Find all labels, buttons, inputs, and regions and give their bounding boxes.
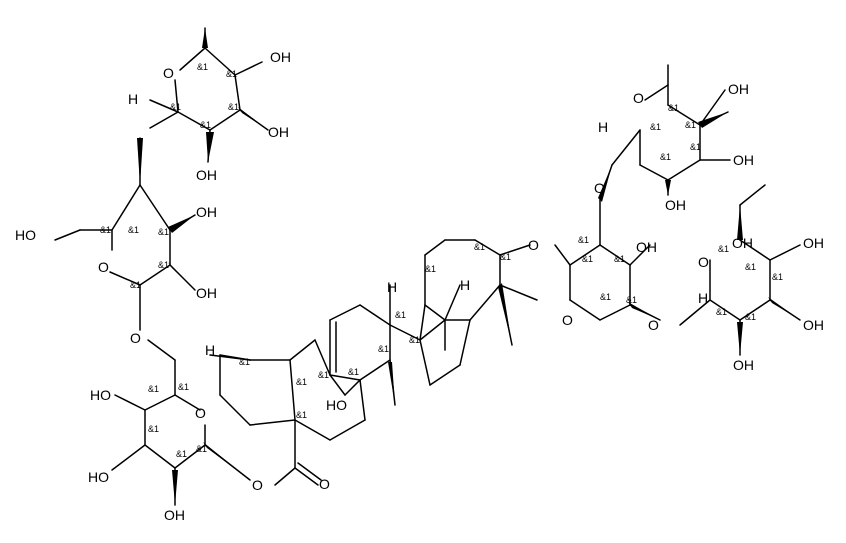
atom-label-ho: HO xyxy=(326,397,347,413)
stereo-mark: &1 xyxy=(348,367,359,377)
stereo-mark: &1 xyxy=(582,254,593,264)
atom-label-h: H xyxy=(387,279,397,295)
stereo-mark: &1 xyxy=(296,377,307,387)
atom-label-o: O xyxy=(195,405,206,421)
stereo-mark: &1 xyxy=(158,260,169,270)
stereo-wedges xyxy=(137,28,800,505)
stereo-mark: &1 xyxy=(614,254,625,264)
atom-label-h: H xyxy=(460,277,470,293)
stereo-mark: &1 xyxy=(158,227,169,237)
atom-label-h: H xyxy=(205,342,215,358)
stereo-mark: &1 xyxy=(200,120,211,130)
stereo-mark: &1 xyxy=(685,120,696,130)
stereo-mark: &1 xyxy=(500,252,511,262)
stereo-mark: &1 xyxy=(474,242,485,252)
stereo-mark: &1 xyxy=(176,449,187,459)
atom-label-oh: OH xyxy=(636,239,657,255)
stereo-mark: &1 xyxy=(226,69,237,79)
stereo-mark: &1 xyxy=(178,382,189,392)
stereo-mark: &1 xyxy=(409,335,420,345)
atom-label-oh: OH xyxy=(728,81,749,97)
stereo-mark: &1 xyxy=(578,235,589,245)
stereo-mark: &1 xyxy=(626,295,637,305)
stereo-mark: &1 xyxy=(745,262,756,272)
atom-label-oh: OH xyxy=(164,507,185,523)
atom-label-o: O xyxy=(528,237,539,253)
atom-label-oh: OH xyxy=(803,317,824,333)
atom-label-oh: OH xyxy=(196,167,217,183)
stereo-mark: &1 xyxy=(650,122,661,132)
atom-label-ho: HO xyxy=(90,387,111,403)
atom-label-oh: OH xyxy=(732,235,753,251)
atom-label-o: O xyxy=(130,330,141,346)
atom-label-h: H xyxy=(598,119,608,135)
stereo-mark: &1 xyxy=(148,384,159,394)
stereo-mark: &1 xyxy=(718,244,729,254)
stereo-mark: &1 xyxy=(170,102,181,112)
stereo-mark: &1 xyxy=(745,312,756,322)
atom-label-oh: OH xyxy=(733,357,754,373)
stereo-mark: &1 xyxy=(318,370,329,380)
atom-label-o: O xyxy=(698,254,709,270)
atom-label-o: O xyxy=(319,476,330,492)
atom-label-o: O xyxy=(633,90,644,106)
stereo-mark: &1 xyxy=(600,292,611,302)
stereo-mark: &1 xyxy=(228,102,239,112)
atom-label-h: H xyxy=(128,91,138,107)
stereo-mark: &1 xyxy=(772,272,783,282)
atom-label-oh: OH xyxy=(803,235,824,251)
atom-label-o: O xyxy=(648,317,659,333)
stereo-mark: &1 xyxy=(100,225,111,235)
atom-label-o: O xyxy=(562,312,573,328)
stereo-mark: &1 xyxy=(130,280,141,290)
stereo-mark: &1 xyxy=(239,357,250,367)
atom-label-ho: HO xyxy=(15,227,36,243)
atom-label-oh: OH xyxy=(665,197,686,213)
stereo-mark: &1 xyxy=(690,142,701,152)
stereo-mark: &1 xyxy=(196,444,207,454)
stereo-mark: &1 xyxy=(128,225,139,235)
atom-label-oh: OH xyxy=(196,285,217,301)
stereo-mark: &1 xyxy=(668,103,679,113)
atom-label-o: O xyxy=(98,259,109,275)
atom-label-h: H xyxy=(698,290,708,306)
atom-label-o: O xyxy=(594,180,605,196)
atom-label-ho: HO xyxy=(88,469,109,485)
atom-label-o: O xyxy=(163,65,174,81)
atom-label-oh: OH xyxy=(196,204,217,220)
stereo-mark: &1 xyxy=(148,424,159,434)
atom-label-oh: OH xyxy=(733,152,754,168)
stereo-mark: &1 xyxy=(716,307,727,317)
stereo-mark: &1 xyxy=(660,152,671,162)
stereo-mark: &1 xyxy=(197,62,208,72)
atom-label-oh: OH xyxy=(268,124,289,140)
stereo-mark: &1 xyxy=(395,310,406,320)
atom-label-oh: OH xyxy=(270,49,291,65)
stereo-mark: &1 xyxy=(378,344,389,354)
stereo-mark: &1 xyxy=(425,264,436,274)
stereo-mark: &1 xyxy=(296,410,307,420)
atom-label-o: O xyxy=(252,477,263,493)
